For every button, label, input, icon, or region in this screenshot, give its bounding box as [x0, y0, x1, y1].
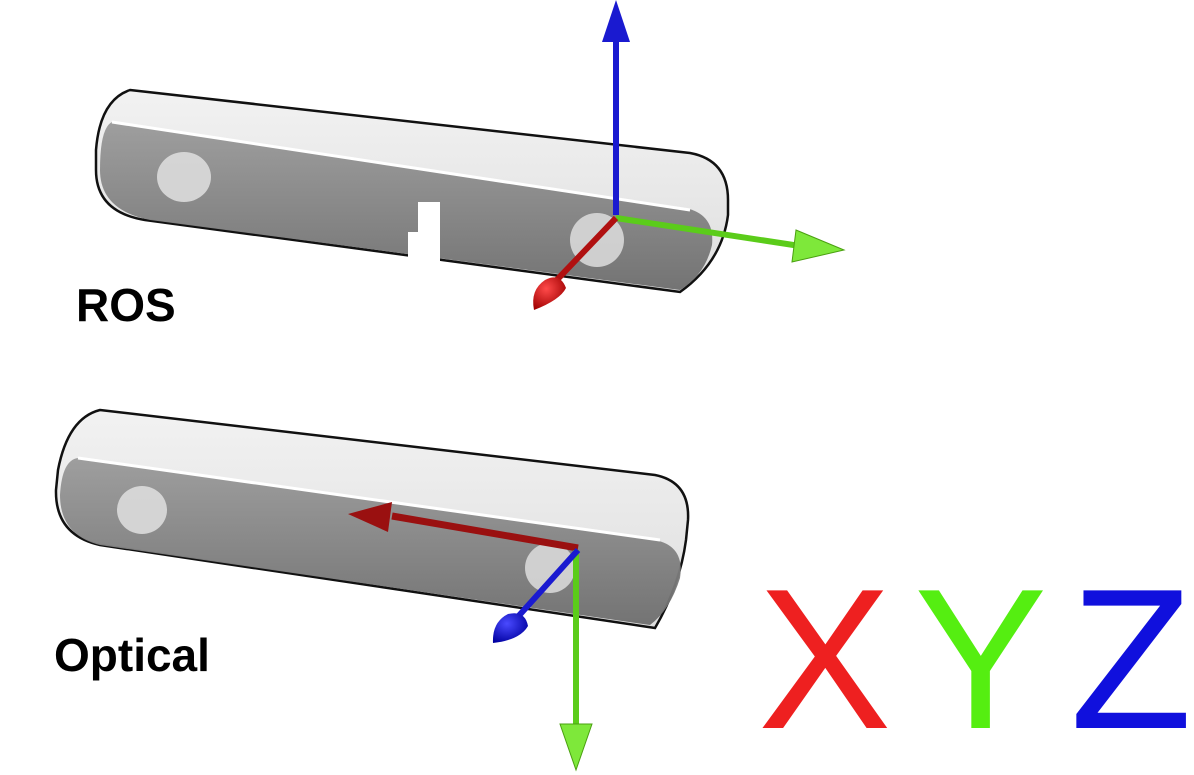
ros-x-arrowhead — [533, 277, 566, 310]
ros-y-axis — [615, 215, 801, 249]
optical-y-arrowhead — [559, 723, 593, 772]
optical-axes — [348, 502, 593, 772]
optical-x-axis — [391, 512, 579, 552]
ros-frame-label: ROS — [76, 279, 176, 331]
legend-x-letter: X — [758, 548, 892, 771]
optical-camera-body — [54, 408, 690, 630]
ros-x-axis — [549, 215, 619, 288]
legend-y-letter: Y — [914, 548, 1048, 771]
ros-camera-body — [94, 88, 730, 320]
ros-y-arrowhead — [791, 229, 846, 263]
optical-z-axis — [512, 547, 581, 623]
optical-x-arrowhead — [348, 502, 392, 532]
ros-z-arrowhead — [602, 0, 630, 42]
optical-z-arrowhead — [492, 613, 528, 643]
optical-frame-label: Optical — [54, 629, 210, 681]
legend-z-letter: Z — [1070, 548, 1193, 771]
ros-axes — [533, 0, 846, 310]
